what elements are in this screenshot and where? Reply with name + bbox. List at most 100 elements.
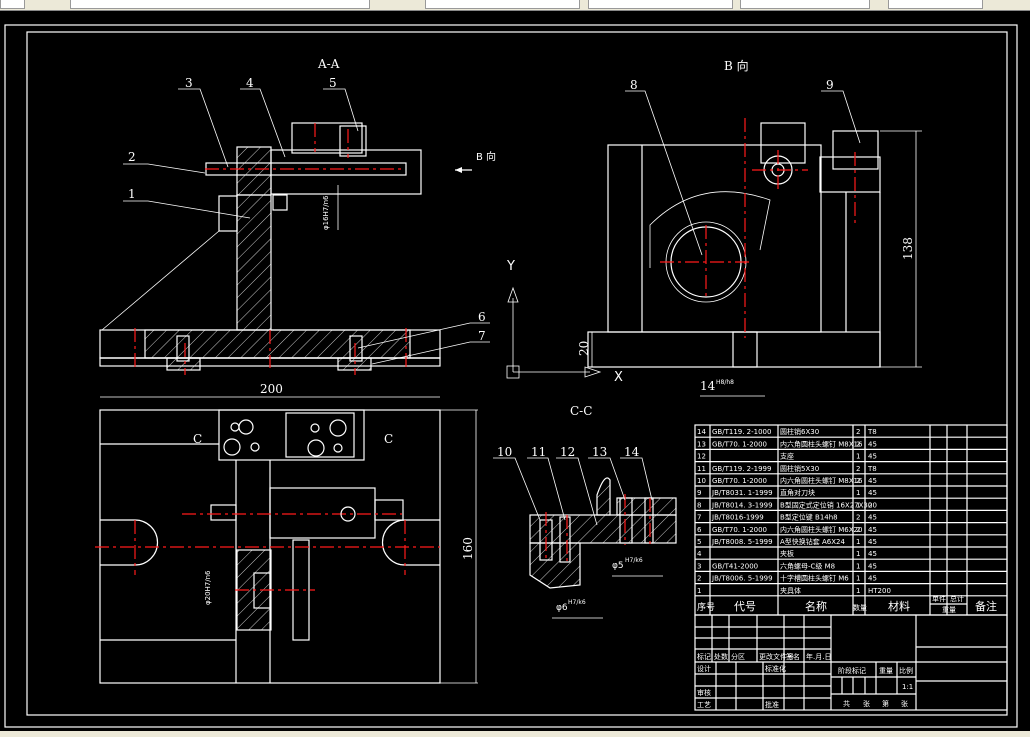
bom-cell-material: 45 [868, 477, 877, 485]
tb-stage-mark: 阶段标记 [838, 666, 866, 675]
tb-process: 工艺 [697, 701, 711, 709]
section-aa-view: A-A φ16H7/n6 B 向 [99, 57, 496, 375]
bom-cell-material: T8 [867, 465, 877, 473]
ucs-x-label: X [614, 370, 623, 385]
top-view: 200 160 C C φ20H7/n6 [95, 382, 478, 684]
bom-cell-qty: 2 [856, 526, 860, 534]
dim-200: 200 [260, 382, 283, 396]
bom-cell-qty: 1 [856, 489, 860, 497]
bom-cell-material: 45 [868, 453, 877, 461]
dim-phi6: φ6 [556, 603, 568, 613]
bom-cell-seq: 10 [697, 477, 706, 485]
cut-label-c-left: C [193, 432, 202, 446]
drawing-canvas[interactable]: A-A φ16H7/n6 B 向 [0, 11, 1030, 731]
balloon-7: 7 [478, 329, 486, 343]
bom-cell-seq: 9 [697, 489, 701, 497]
tb-standardization: 标准化 [765, 664, 786, 673]
change-row-label: 更改文件号 [759, 652, 794, 661]
bom-cell-material: 45 [868, 550, 877, 558]
bom-cell-name: 圆柱销5X30 [780, 464, 819, 473]
status-bar [0, 731, 1030, 737]
dim-160: 160 [461, 537, 475, 560]
bom-cell-material: 45 [868, 562, 877, 570]
bom-header-qty: 数量 [853, 603, 867, 612]
balloon-8: 8 [630, 78, 638, 92]
text-style-combo[interactable] [425, 0, 580, 9]
tb-weight: 重量 [879, 667, 893, 675]
bom-cell-name: 内六角圆柱头螺钉 M8X16 [780, 439, 863, 448]
bom-cell-code: GB/T41-2000 [712, 562, 758, 570]
lineweight-combo[interactable] [740, 0, 870, 9]
bom-cell-name: B型固定式定位销 16X27X30 [780, 500, 872, 509]
change-row-label: 标记 [697, 652, 711, 661]
direction-b-label: B 向 [476, 150, 496, 163]
bom-header-seq: 序号 [697, 601, 715, 613]
bom-cell-name: 夹板 [780, 549, 794, 558]
bom-header-remark: 备注 [975, 599, 997, 613]
bom-cell-qty: 2 [856, 465, 860, 473]
bom-cell-qty: 1 [856, 453, 860, 461]
bom-cell-seq: 2 [697, 575, 701, 583]
bom-cell-seq: 6 [697, 526, 702, 534]
layer-properties-combo[interactable] [70, 0, 370, 9]
plot-style-combo[interactable] [888, 0, 983, 9]
change-row-label: 处数 [714, 652, 728, 661]
bom-cell-seq: 5 [697, 538, 701, 546]
view-b: B 向 138 20 14 H8/h8 [577, 58, 922, 397]
bom-cell-seq: 14 [697, 428, 706, 436]
bom-cell-qty: 1 [856, 501, 860, 509]
inner-border [26, 31, 1008, 716]
bom-cell-name: 直角对刀块 [780, 488, 815, 497]
dim-phi5-tol: H7/k6 [625, 557, 643, 564]
balloon-leaders-aa: 3 4 5 2 1 6 7 [123, 76, 490, 365]
bom-cell-name: B型定位键 B14h8 [780, 513, 838, 522]
balloon-6: 6 [478, 310, 486, 324]
bom-cell-code: JB/T8014. 3-1999 [711, 501, 773, 509]
tb-sheets-num: 第 [882, 699, 889, 708]
bom-header-total: 总计 [950, 594, 964, 603]
tb-review: 审核 [697, 688, 711, 697]
balloon-9: 9 [826, 78, 834, 92]
bom-cell-name: 夹具体 [780, 586, 801, 595]
bom-cell-code: GB/T70. 1-2000 [712, 526, 767, 534]
bom-header-code: 代号 [734, 600, 756, 613]
dim-style-combo[interactable] [588, 0, 733, 9]
tb-sheets-unit1: 张 [863, 699, 870, 708]
bom-cell-material: 45 [868, 538, 877, 546]
bom-cell-qty: 2 [856, 428, 860, 436]
change-row-label: 分区 [731, 652, 745, 661]
bom-cell-qty: 1 [856, 575, 860, 583]
bom-cell-code: GB/T70. 1-2000 [712, 440, 767, 448]
bom-cell-name: 内六角圆柱头螺钉 M6X20 [780, 525, 862, 534]
bom-cell-material: T8 [867, 428, 877, 436]
dim-14: 14 [700, 379, 716, 393]
tb-sheets-total: 共 [843, 699, 850, 708]
bom-cell-material: HT200 [868, 587, 891, 595]
balloon-14: 14 [624, 445, 640, 459]
balloon-3: 3 [185, 76, 193, 90]
balloon-1: 1 [128, 187, 136, 201]
bom-cell-code: JB/T8016-1999 [711, 514, 764, 522]
dim-20: 20 [577, 341, 591, 356]
tb-design: 设计 [697, 664, 711, 673]
dim-phi5: φ5 [612, 561, 624, 571]
bom-cell-seq: 7 [697, 514, 701, 522]
bom-cell-material: 45 [868, 575, 877, 583]
bom-cell-name: A型快换钻套 A6X24 [780, 537, 846, 546]
bom-cell-seq: 8 [697, 501, 701, 509]
view-b-title: B 向 [724, 58, 749, 73]
bom-cell-name: 支座 [780, 452, 794, 461]
balloon-leaders-b: 8 9 [625, 78, 861, 256]
bom-cell-name: 圆柱销6X30 [780, 427, 819, 436]
bom-cell-code: GB/T119. 2-1000 [712, 428, 771, 436]
balloon-13: 13 [592, 445, 607, 459]
bom-cell-name: 六角螺母-C级 M8 [780, 561, 835, 570]
balloon-2: 2 [128, 150, 136, 164]
layer-dropdown[interactable] [0, 0, 25, 9]
bom-cell-seq: 3 [697, 562, 701, 570]
bom-cell-qty: 2 [856, 514, 860, 522]
bom-header-unit: 单件 [932, 594, 946, 603]
bom-cell-qty: 1 [856, 538, 860, 546]
dim-phi16: φ16H7/n6 [322, 195, 330, 230]
bom-cell-name: 内六角圆柱头螺钉 M8X16 [780, 476, 863, 485]
